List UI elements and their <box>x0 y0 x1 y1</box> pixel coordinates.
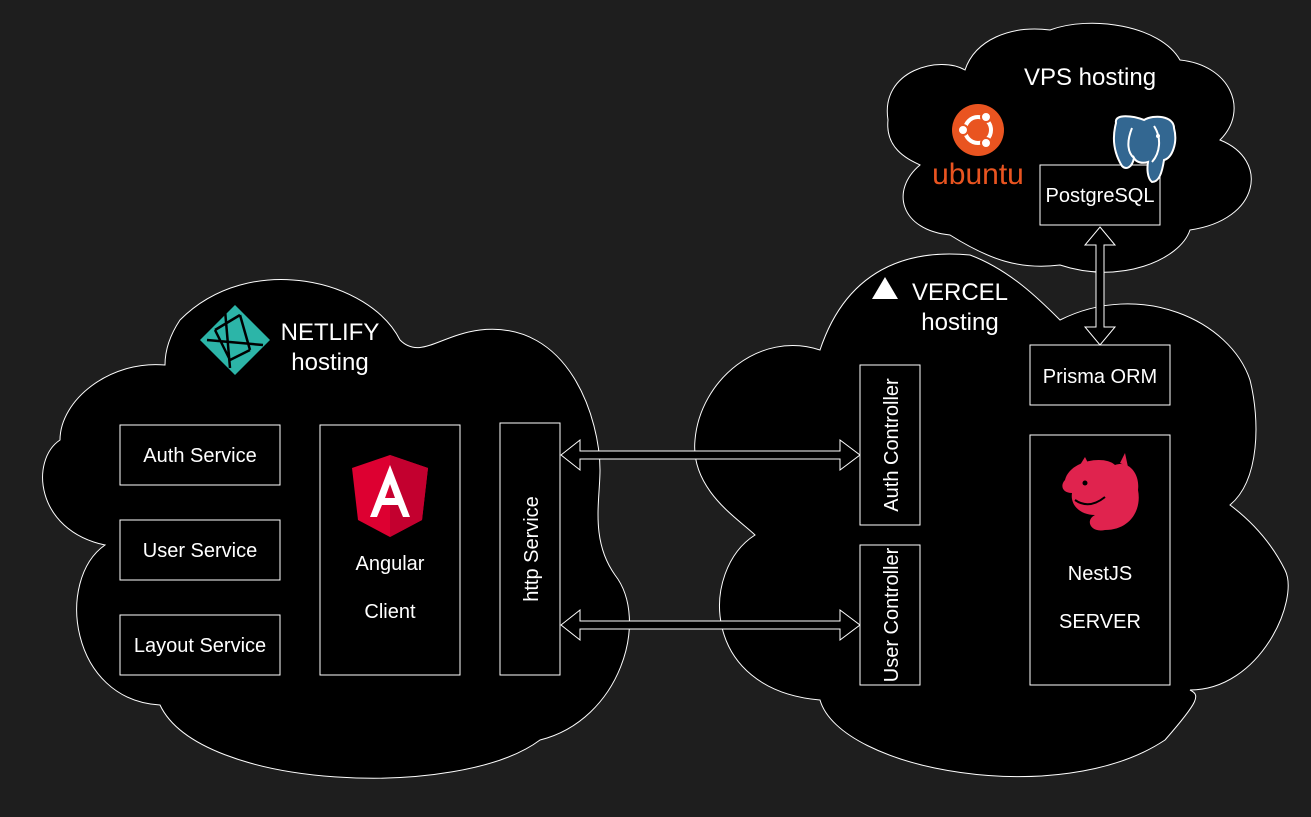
ubuntu-wordmark: ubuntu <box>932 158 1024 191</box>
nestjs-label-1: NestJS <box>1068 563 1132 585</box>
ubuntu-logo-icon <box>952 104 1004 156</box>
user-service-label: User Service <box>143 540 257 562</box>
postgresql-label: PostgreSQL <box>1046 185 1155 207</box>
prisma-orm-label: Prisma ORM <box>1043 366 1157 388</box>
vercel-triangle-icon <box>872 277 898 299</box>
angular-client-label-2: Client <box>364 601 416 623</box>
nestjs-server-box[interactable]: NestJS SERVER <box>1029 434 1171 686</box>
nestjs-label-2: SERVER <box>1059 611 1141 633</box>
layout-service-label: Layout Service <box>134 635 266 657</box>
db-connection-arrow <box>1083 226 1117 346</box>
layout-service-box[interactable]: Layout Service <box>119 614 281 676</box>
angular-client-label-1: Angular <box>356 553 425 575</box>
vps-cloud <box>886 22 1252 273</box>
user-controller-label: User Controller <box>881 547 903 682</box>
vps-title: VPS hosting <box>1024 64 1156 91</box>
netlify-logo-icon <box>200 305 270 375</box>
vercel-title: VERCEL <box>912 279 1008 306</box>
postgresql-elephant-icon <box>1113 115 1177 184</box>
netlify-title: NETLIFY <box>281 319 380 346</box>
angular-client-box[interactable]: Angular Client <box>319 424 461 676</box>
nestjs-logo-icon <box>1062 453 1139 531</box>
prisma-orm-box[interactable]: Prisma ORM <box>1029 344 1171 406</box>
auth-service-box[interactable]: Auth Service <box>119 424 281 486</box>
netlify-subtitle: hosting <box>291 349 368 376</box>
vercel-subtitle: hosting <box>921 309 998 336</box>
user-service-box[interactable]: User Service <box>119 519 281 581</box>
http-service-label: http Service <box>521 496 543 602</box>
postgresql-box[interactable]: PostgreSQL <box>1039 164 1161 226</box>
auth-service-label: Auth Service <box>143 445 256 467</box>
user-controller-box[interactable]: User Controller <box>859 544 921 686</box>
auth-controller-label: Auth Controller <box>881 378 903 512</box>
http-service-box[interactable]: http Service <box>499 422 561 676</box>
angular-logo-icon <box>352 455 428 537</box>
auth-controller-box[interactable]: Auth Controller <box>859 364 921 526</box>
